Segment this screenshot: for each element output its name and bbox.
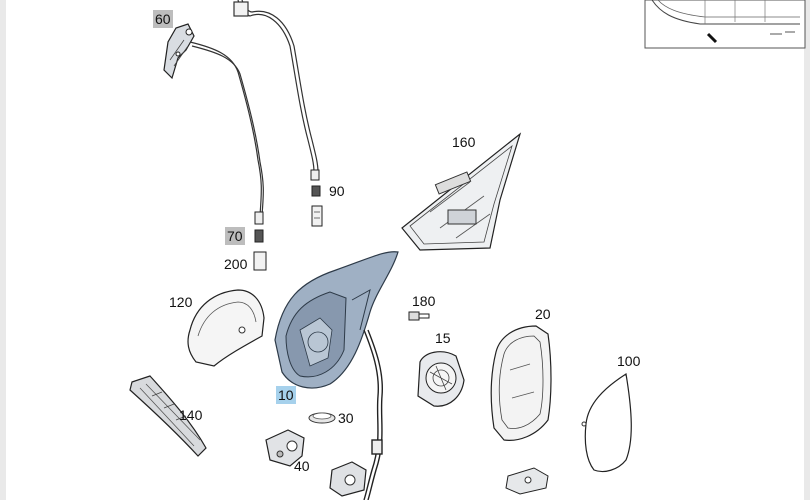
part-140-turn-signal[interactable] (129, 375, 207, 457)
cable-harness-lower (363, 329, 384, 500)
part-120-mirror-cap[interactable] (187, 289, 265, 367)
label-part-180[interactable]: 180 (412, 293, 436, 309)
right-border (804, 0, 810, 500)
part-20-glass-holder[interactable] (490, 325, 552, 441)
cable-harness-upper (189, 0, 319, 216)
label-part-140[interactable]: 140 (179, 407, 203, 423)
label-part-15[interactable]: 15 (435, 330, 451, 346)
motor-bottom-component[interactable] (329, 461, 367, 497)
label-part-70[interactable]: 70 (225, 227, 245, 245)
part-100-mirror-glass[interactable] (581, 373, 632, 473)
label-part-160[interactable]: 160 (452, 134, 476, 150)
left-border (0, 0, 6, 500)
part-160-triangle-cover[interactable] (401, 132, 522, 251)
label-part-40[interactable]: 40 (294, 458, 310, 474)
label-part-90[interactable]: 90 (329, 183, 345, 199)
part-60-bracket[interactable] (163, 23, 195, 80)
part-180-screw[interactable] (408, 311, 430, 321)
label-part-10[interactable]: 10 (276, 386, 296, 404)
label-part-60[interactable]: 60 (153, 10, 173, 28)
part-90-connector[interactable] (310, 169, 323, 227)
label-part-20[interactable]: 20 (535, 306, 551, 322)
label-part-30[interactable]: 30 (338, 410, 354, 426)
part-40-motor[interactable] (265, 429, 305, 467)
part-15-adjuster[interactable] (417, 351, 465, 407)
part-30-ring[interactable] (308, 412, 336, 424)
vehicle-overview-thumbnail[interactable] (644, 0, 806, 49)
label-part-100[interactable]: 100 (617, 353, 641, 369)
label-part-200[interactable]: 200 (224, 256, 248, 272)
bottom-clip-component[interactable] (505, 467, 549, 495)
part-10-mirror-housing[interactable] (274, 251, 399, 389)
label-part-120[interactable]: 120 (169, 294, 193, 310)
part-70-200-connector[interactable] (253, 211, 267, 271)
